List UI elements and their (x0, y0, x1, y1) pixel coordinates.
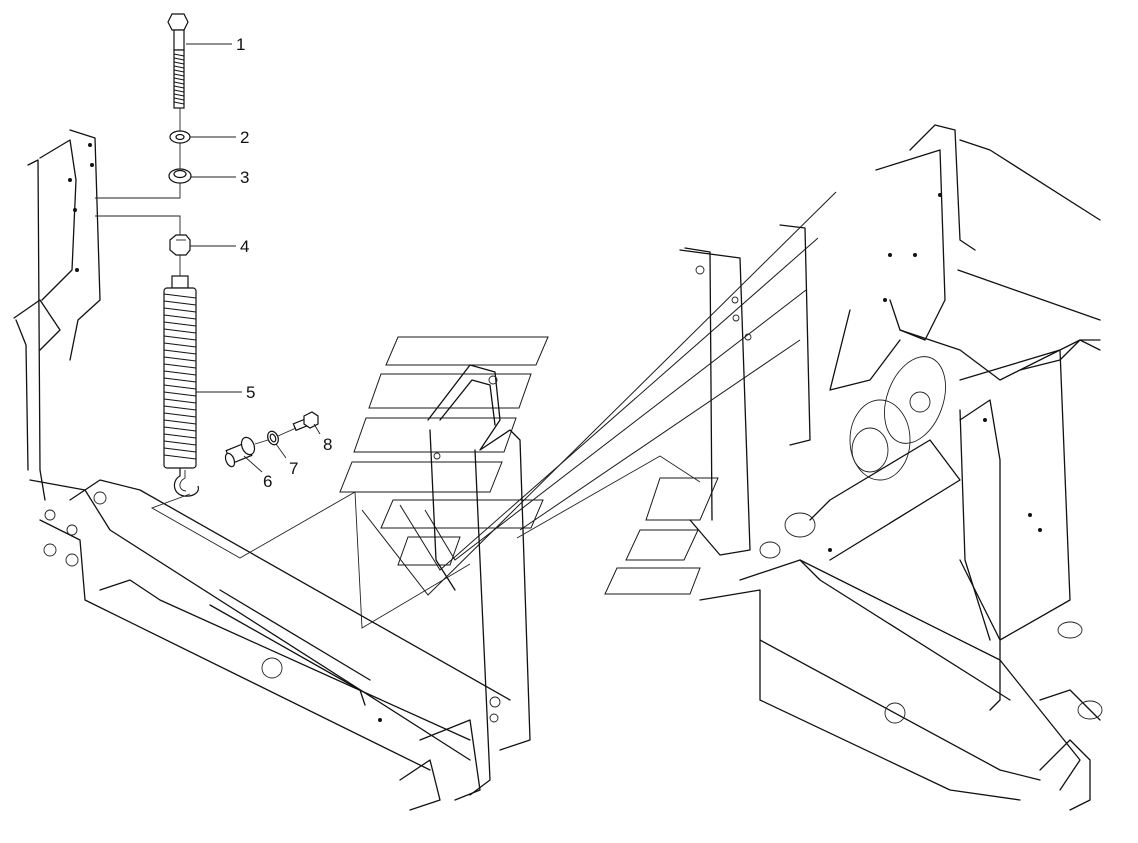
pin-part (224, 436, 256, 468)
callout-8-label: 8 (323, 435, 332, 454)
callout-5-label: 5 (246, 383, 255, 402)
assembly-lines (95, 108, 701, 629)
right-frame (679, 124, 1103, 811)
hex-nut-part (169, 234, 191, 256)
bolt-part (167, 13, 189, 109)
callout-2-label: 2 (240, 128, 249, 147)
callout-6-label: 6 (263, 472, 272, 491)
conical-washer-part (168, 168, 192, 184)
callout-leader-8 (313, 423, 321, 435)
callout-leader-6 (243, 455, 263, 473)
watermark-logo (339, 191, 837, 596)
callout-leader-7 (275, 443, 287, 459)
center-bracket (427, 364, 531, 796)
small-bolt-part (292, 411, 319, 432)
flat-washer-part (169, 130, 191, 144)
callout-1-label: 1 (236, 35, 245, 54)
callout-7-label: 7 (289, 459, 298, 478)
callouts: 1 2 3 4 5 6 7 8 (186, 35, 332, 491)
callout-3-label: 3 (240, 168, 249, 187)
tension-spring-part (163, 275, 199, 497)
left-frame (13, 129, 511, 811)
callout-4-label: 4 (240, 237, 249, 256)
o-ring-part (267, 430, 279, 446)
